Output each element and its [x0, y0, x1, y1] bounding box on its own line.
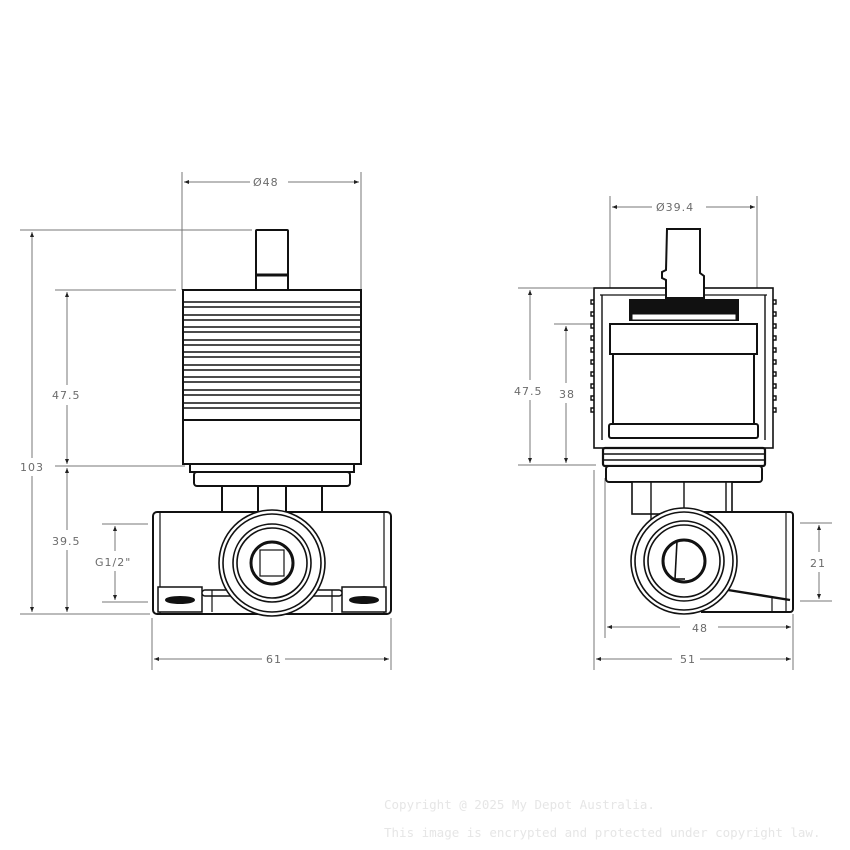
dim-label-outlet-height: 21 — [810, 557, 826, 570]
front-view: Ø48 103 47.5 39.5 G1/2 — [20, 172, 392, 670]
dim-label-width: 61 — [266, 653, 282, 666]
side-view-geometry — [590, 228, 794, 615]
dim-label-cartridge-height: 47.5 — [52, 389, 81, 402]
dim-label-sleeve-height: 47.5 — [514, 385, 543, 398]
dim-label-thread: G1/2" — [95, 556, 131, 569]
dim-outlet-height — [800, 522, 832, 602]
watermark-notice: This image is encrypted and protected un… — [384, 825, 821, 840]
dim-label-body-depth: 48 — [692, 622, 708, 635]
dim-label-overall-height: 103 — [20, 461, 44, 474]
front-view-geometry — [152, 229, 392, 617]
dim-label-top-diameter: Ø48 — [253, 176, 279, 189]
dim-cartridge-height — [55, 289, 185, 467]
dim-width — [151, 618, 392, 670]
watermark-copyright: Copyright @ 2025 My Depot Australia. — [384, 797, 655, 812]
dim-thread — [102, 523, 148, 603]
dim-body-depth — [604, 478, 794, 670]
side-view: Ø39.4 47.5 38 21 — [514, 196, 832, 670]
dim-overall-height — [20, 229, 252, 615]
dim-top-diameter — [181, 172, 362, 290]
dim-label-side-cartridge-height: 38 — [559, 388, 575, 401]
dim-label-overall-depth: 51 — [680, 653, 696, 666]
dim-sleeve-height — [518, 287, 596, 466]
dim-label-body-height: 39.5 — [52, 535, 81, 548]
dim-label-cartridge-diameter: Ø39.4 — [656, 201, 694, 214]
dim-overall-depth — [593, 470, 791, 670]
